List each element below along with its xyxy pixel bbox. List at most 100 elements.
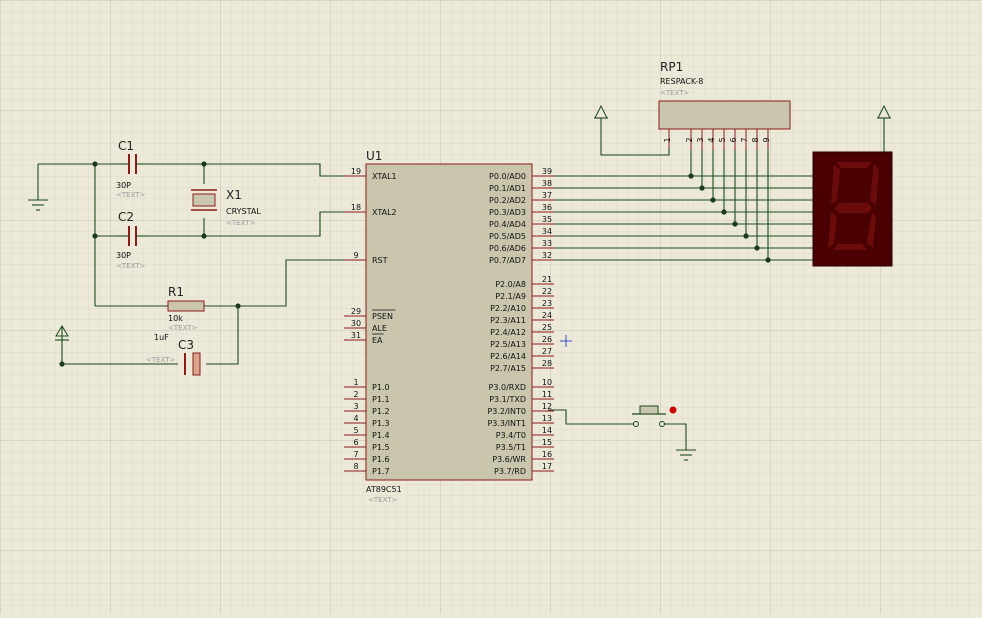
c3-tag: <TEXT> [146,356,176,364]
junction [699,185,705,191]
r1-resistor[interactable]: R1 10k <TEXT> [167,285,205,332]
u1-chip[interactable]: U1 AT89C51 <TEXT> 19XTAL118XTAL29RST29PS… [344,149,554,504]
pin-label: ALE [372,324,387,333]
pin-label: P0.2/AD2 [489,196,526,205]
u1-pin-2[interactable]: 2P1.1 [344,390,390,404]
rp1-pin-9[interactable]: 9 [762,129,771,150]
pin-number: 11 [542,390,552,399]
r1-tag: <TEXT> [168,324,198,332]
pin-number: 24 [542,311,552,320]
r1-value: 10k [168,314,183,323]
u1-pin-4[interactable]: 4P1.3 [344,414,390,428]
c3-ref: C3 [178,338,194,352]
pin-label: P1.7 [372,467,390,476]
c1-capacitor[interactable]: C1 30P <TEXT> [116,139,146,199]
u1-part: AT89C51 [366,485,402,494]
c2-ref: C2 [118,210,134,224]
seven-segment-display[interactable] [812,151,893,267]
pin-number: 14 [542,426,552,435]
u1-pin-6[interactable]: 6P1.5 [344,438,390,452]
ground-symbol-left [28,199,48,211]
rp1-pin-1[interactable]: 1 [663,129,672,150]
rp1-pin-3[interactable]: 3 [696,129,705,150]
pin-number: 9 [762,137,771,142]
rp1-body[interactable] [658,100,791,130]
pin-label: P2.0/A8 [495,280,526,289]
u1-pin-1[interactable]: 1P1.0 [344,378,390,392]
junction [710,197,716,203]
u1-pin-5[interactable]: 5P1.4 [344,426,390,440]
u1-pin-7[interactable]: 7P1.6 [344,450,390,464]
rp1-pin-2[interactable]: 2 [685,129,694,150]
wire-xtal2 [95,211,344,237]
pin-label: P0.3/AD3 [489,208,526,217]
pin-number: 1 [663,137,672,142]
pin-label: P1.2 [372,407,390,416]
u1-body[interactable] [365,163,533,481]
rp1-pin-7[interactable]: 7 [740,129,749,150]
c3-capacitor[interactable]: C3 1uF <TEXT> [146,333,206,376]
junction [732,221,738,227]
ground-symbol-button [676,449,696,461]
wire-xtal1 [38,163,344,177]
junction [721,209,727,215]
pin-number: 28 [542,359,552,368]
junction [92,161,98,167]
push-button[interactable] [548,405,687,450]
x1-crystal[interactable]: X1 CRYSTAL <TEXT> [191,184,261,227]
pin-number: 5 [718,137,727,142]
pin-label: P1.5 [372,443,390,452]
u1-pin-3[interactable]: 3P1.2 [344,402,390,416]
pin-label: P1.6 [372,455,390,464]
rp1-pin-5[interactable]: 5 [718,129,727,150]
c2-capacitor[interactable]: C2 30P <TEXT> [116,210,146,270]
junction [754,245,760,251]
pin-number: 9 [353,251,358,260]
pin-label: P2.5/A13 [490,340,526,349]
pin-number: 8 [353,462,358,471]
rp1-pin-6[interactable]: 6 [729,129,738,150]
u1-pin-8[interactable]: 8P1.7 [344,462,390,476]
pin-label: P3.4/T0 [496,431,526,440]
pin-number: 15 [542,438,552,447]
rp1-pin-8[interactable]: 8 [751,129,760,150]
pin-label: EA [372,336,383,345]
button-indicator [669,406,677,414]
rp1-pin-4[interactable]: 4 [707,129,716,150]
pin-number: 33 [542,239,552,248]
